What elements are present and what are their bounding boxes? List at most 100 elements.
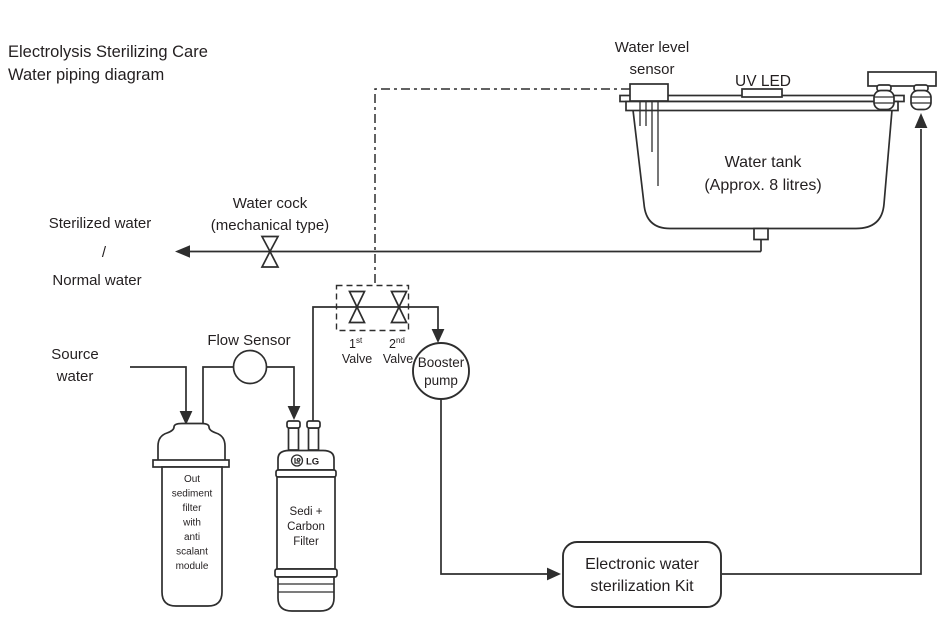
- valve-2-word: Valve: [383, 352, 413, 366]
- carbon-filter: [274, 420, 338, 612]
- carbon-filter-ring-top: [275, 469, 337, 478]
- outlet-water-label-1: Sterilized water: [49, 215, 152, 232]
- sediment-text-3: filter: [183, 503, 203, 514]
- valve-1-top: [348, 290, 366, 309]
- diagram-title-line1: Electrolysis Sterilizing Care: [8, 43, 208, 61]
- nozzle-right-ribs: [911, 96, 931, 104]
- carbon-filter-labels: Sedi + Carbon Filter: [287, 506, 325, 548]
- flow-sensor-label: Flow Sensor: [207, 332, 290, 349]
- water-cock-label-2: (mechanical type): [211, 217, 329, 234]
- port-right-cap: [306, 420, 321, 429]
- valve-2-number: 2nd: [389, 336, 405, 351]
- arrow-into-sediment-filter: [179, 411, 193, 425]
- sediment-filter: [152, 422, 230, 607]
- pipes: [130, 129, 922, 575]
- valve-2-top: [390, 290, 408, 309]
- sediment-text-4: with: [182, 518, 201, 529]
- nozzle-left-ribs: [874, 96, 894, 104]
- valve-2-bottom: [390, 305, 408, 324]
- sediment-filter-collar: [152, 459, 230, 468]
- valve-labels: 1st 2nd Valve Valve: [342, 336, 413, 366]
- booster-pump-label-2: pump: [424, 373, 458, 388]
- water-level-sensor-label-2: sensor: [629, 61, 674, 78]
- sediment-filter-labels: Out sediment filter with anti scalant mo…: [172, 474, 213, 572]
- water-tank-label-2: (Approx. 8 litres): [704, 177, 821, 194]
- carbon-filter-shoulder: [277, 449, 335, 471]
- tank-outlet-fitting: [753, 227, 769, 241]
- sediment-text-6: scalant: [176, 547, 208, 558]
- uv-led-label: UV LED: [735, 73, 791, 90]
- pipe-kit-to-tank: [722, 129, 922, 575]
- lg-logo-text: LG: [306, 457, 319, 468]
- port-left-cap: [286, 420, 301, 429]
- valve-1-num: 1: [349, 337, 356, 351]
- water-tank: [619, 71, 937, 241]
- carbon-filter-body: [276, 476, 336, 570]
- lg-logo-icon: [290, 454, 304, 467]
- pipe-valve-line: [312, 306, 439, 421]
- arrow-into-nozzle: [914, 113, 928, 128]
- valve-1-bottom: [348, 305, 366, 324]
- kit-label-1: Electronic water: [585, 556, 699, 573]
- control-dashed-line: [374, 88, 630, 285]
- water-level-sensor: [629, 83, 669, 186]
- valve-assembly: [335, 284, 410, 332]
- booster-pump-circle: [412, 342, 470, 400]
- pipe-filter-to-flowsensor: [202, 366, 234, 423]
- carbon-text-1: Sedi +: [290, 506, 323, 518]
- valve-1-word: Valve: [342, 352, 372, 366]
- faucet-bracket: [867, 71, 937, 87]
- carbon-filter-ring-bottom: [274, 568, 338, 578]
- outlet-water-label-3: Normal water: [52, 272, 141, 289]
- uv-led-module: [741, 88, 783, 98]
- arrow-into-pump: [431, 329, 445, 343]
- sediment-text-1: Out: [184, 474, 200, 485]
- lg-logo-face: [294, 457, 301, 464]
- diagram-title-line2: Water piping diagram: [8, 66, 164, 84]
- water-cock-top: [260, 235, 280, 254]
- water-cock-valve: [260, 235, 280, 268]
- tank-lid-rim: [625, 100, 899, 112]
- arrow-into-kit: [547, 567, 561, 581]
- water-tank-label-1: Water tank: [725, 154, 803, 171]
- carbon-filter-base: [277, 576, 335, 612]
- source-water-label-2: water: [56, 368, 94, 385]
- pipe-pump-to-kit: [440, 399, 547, 575]
- carbon-filter-ports: [286, 420, 321, 451]
- port-left-body: [287, 427, 300, 451]
- labels: Electrolysis Sterilizing Care Water pipi…: [8, 39, 822, 595]
- faucet-nozzle-left: [873, 84, 895, 111]
- lg-logo-circle: [290, 454, 304, 467]
- source-water-label-1: Source: [51, 346, 99, 363]
- booster-pump-label-1: Booster: [418, 355, 465, 370]
- port-right-body: [307, 427, 320, 451]
- valve-2: [390, 290, 408, 324]
- nozzle-left-body: [873, 89, 895, 111]
- sensor-box: [629, 83, 669, 102]
- nozzle-right-body: [910, 89, 932, 111]
- valve-1-sup: st: [356, 336, 363, 345]
- sterilization-kit-box: [562, 541, 722, 608]
- flow-arrows: [175, 113, 928, 581]
- sediment-text-7: module: [176, 561, 209, 572]
- sediment-filter-body: [161, 466, 223, 607]
- sediment-filter-cap: [157, 422, 226, 463]
- faucet-assembly: [867, 71, 937, 111]
- flow-sensor-circle: [232, 349, 268, 385]
- carbon-text-3: Filter: [293, 536, 319, 548]
- valve-1-number: 1st: [349, 336, 363, 351]
- water-level-sensor-label-1: Water level: [615, 39, 689, 56]
- water-cock-bottom: [260, 249, 280, 268]
- outlet-water-label-2: /: [102, 244, 107, 261]
- carbon-text-2: Carbon: [287, 521, 325, 533]
- valve-2-sup: nd: [396, 336, 405, 345]
- valve-dashed-box: [335, 284, 410, 332]
- valve-1: [348, 290, 366, 324]
- pipe-source-in: [130, 366, 187, 411]
- arrow-left-outlet: [175, 245, 190, 258]
- kit-label-2: sterilization Kit: [590, 578, 694, 595]
- faucet-nozzle-right: [910, 84, 932, 111]
- water-cock-label-1: Water cock: [233, 195, 308, 212]
